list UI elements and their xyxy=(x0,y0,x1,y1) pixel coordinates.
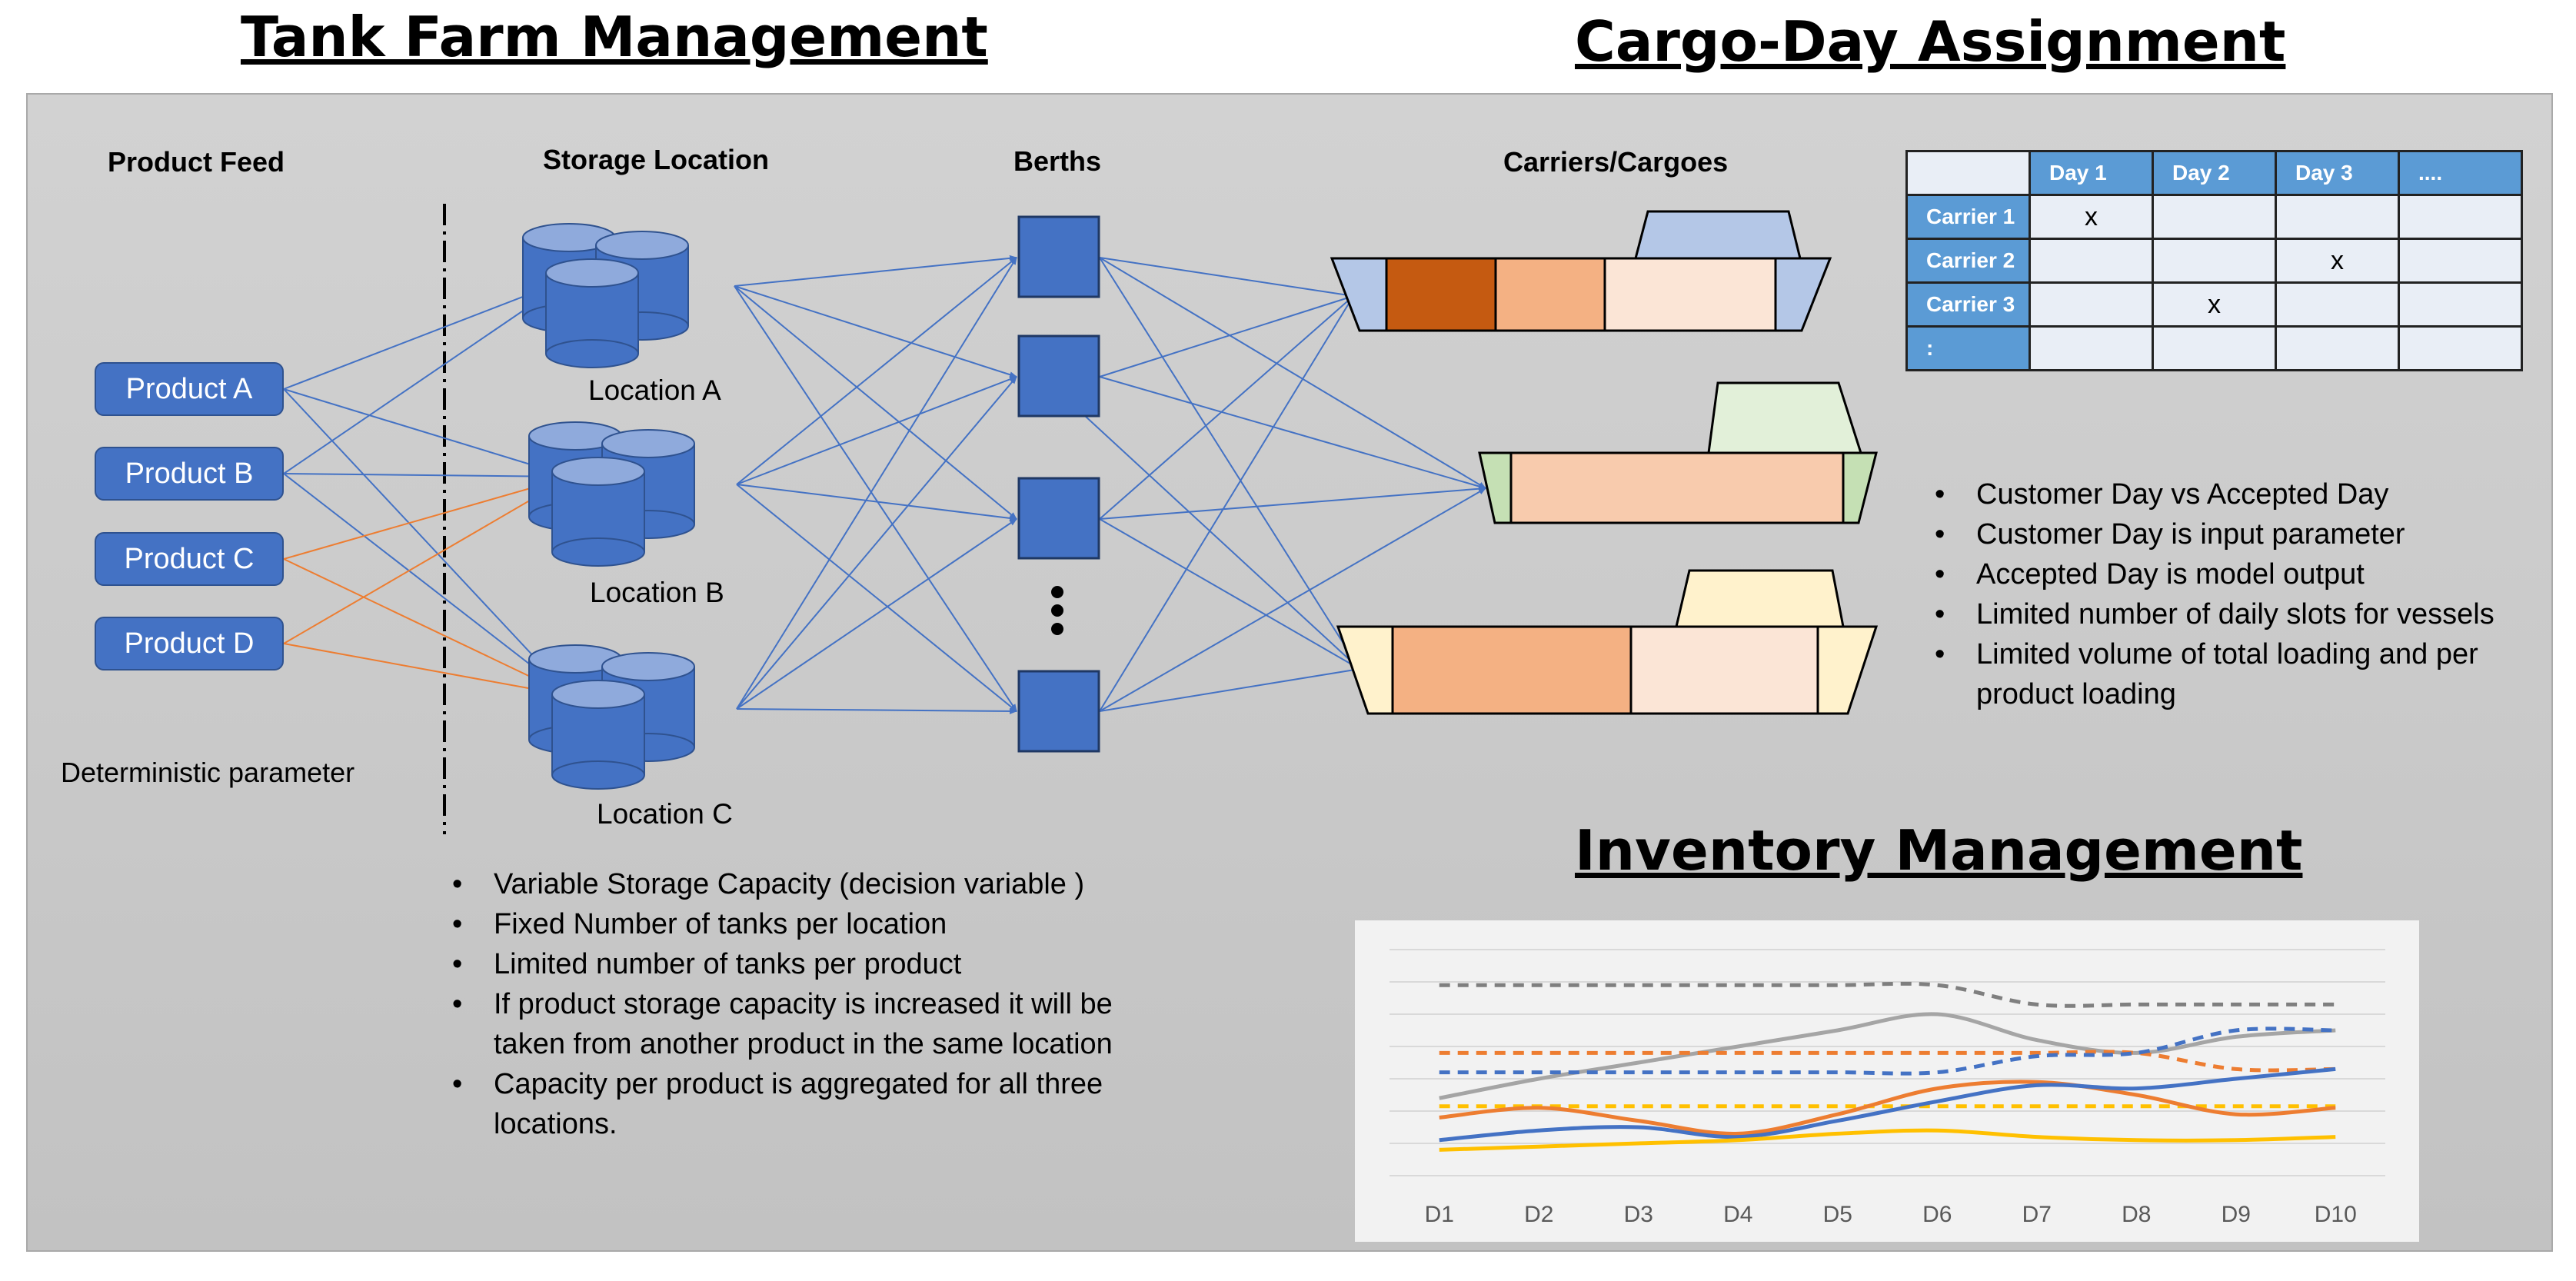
tank-farm-bullets: Variable Storage Capacity (decision vari… xyxy=(452,864,1144,1144)
table-cell: x xyxy=(2275,238,2400,284)
x-tick-label: D3 xyxy=(1624,1202,1653,1227)
table-cell xyxy=(2152,194,2277,240)
table-cell xyxy=(2029,281,2154,328)
product-feed-header: Product Feed xyxy=(108,146,285,178)
table-header-day-1: Day 1 xyxy=(2029,150,2154,196)
series-line-4 xyxy=(1439,1026,2336,1076)
table-cell xyxy=(2398,238,2523,284)
table-cell xyxy=(2152,325,2277,371)
row-label-carrier-3: Carrier 3 xyxy=(1905,281,2031,328)
series-line-2 xyxy=(1439,1012,2336,1100)
cargo-bullet: Limited volume of total loading and per … xyxy=(1935,634,2542,714)
inventory-chart-card: D1 D2 D3 D4 D5 D6 D7 D8 D9 D10 xyxy=(1355,920,2419,1242)
table-header-row: Day 1 Day 2 Day 3 .... xyxy=(1905,150,2523,196)
cargo-day-table: Day 1 Day 2 Day 3 .... Carrier 1 x Carri… xyxy=(1905,150,2523,371)
table-cell: x xyxy=(2029,194,2154,240)
x-tick-label: D6 xyxy=(1922,1202,1952,1227)
table-cell xyxy=(2398,325,2523,371)
table-row: Carrier 1 x xyxy=(1905,194,2523,240)
location-a-label: Location A xyxy=(588,374,721,406)
product-d-box: Product D xyxy=(95,617,284,670)
table-cell xyxy=(2275,325,2400,371)
berths-header: Berths xyxy=(1013,145,1102,177)
x-tick-label: D9 xyxy=(2222,1202,2251,1227)
table-header-day-2: Day 2 xyxy=(2152,150,2277,196)
series-line-1 xyxy=(1439,981,2336,1008)
table-cell xyxy=(2029,238,2154,284)
carriers-header: Carriers/Cargoes xyxy=(1503,146,1729,178)
storage-location-header: Storage Location xyxy=(543,144,770,175)
table-cell xyxy=(2029,325,2154,371)
cargo-bullet: Customer Day vs Accepted Day xyxy=(1935,474,2542,514)
series-line-6 xyxy=(1439,1080,2336,1136)
tank-bullet: If product storage capacity is increased… xyxy=(452,984,1144,1064)
location-c-label: Location C xyxy=(597,798,733,830)
cargo-day-bullets: Customer Day vs Accepted Day Customer Da… xyxy=(1935,474,2542,714)
deterministic-parameter-note: Deterministic parameter xyxy=(61,757,355,788)
inventory-line-chart: D1 D2 D3 D4 D5 D6 D7 D8 D9 D10 xyxy=(1390,949,2385,1227)
row-label-carrier-1: Carrier 1 xyxy=(1905,194,2031,240)
series-line-8 xyxy=(1439,1128,2336,1152)
x-tick-label: D8 xyxy=(2122,1202,2151,1227)
product-c-box: Product C xyxy=(95,532,284,586)
cargo-day-title: Cargo-Day Assignment xyxy=(1575,9,2286,74)
location-b-label: Location B xyxy=(590,577,724,608)
table-cell: x xyxy=(2152,281,2277,328)
tank-farm-title: Tank Farm Management xyxy=(241,5,988,69)
table-corner-cell xyxy=(1905,150,2031,196)
table-cell xyxy=(2152,238,2277,284)
tank-bullet: Capacity per product is aggregated for a… xyxy=(452,1064,1144,1144)
cargo-bullet: Customer Day is input parameter xyxy=(1935,514,2542,554)
x-tick-label: D5 xyxy=(1823,1202,1852,1227)
x-tick-label: D1 xyxy=(1425,1202,1454,1227)
x-tick-label: D7 xyxy=(2022,1202,2052,1227)
cargo-bullet: Accepted Day is model output xyxy=(1935,554,2542,594)
cargo-bullet: Limited number of daily slots for vessel… xyxy=(1935,594,2542,634)
product-a-box: Product A xyxy=(95,362,284,416)
x-tick-label: D4 xyxy=(1723,1202,1752,1227)
row-label-carrier-2: Carrier 2 xyxy=(1905,238,2031,284)
table-cell xyxy=(2275,281,2400,328)
table-row: Carrier 2 x xyxy=(1905,238,2523,284)
series-line-7 xyxy=(1439,1066,2336,1143)
table-row: : xyxy=(1905,325,2523,371)
table-header-day-3: Day 3 xyxy=(2275,150,2400,196)
tank-bullet: Fixed Number of tanks per location xyxy=(452,904,1144,944)
table-header-more: .... xyxy=(2398,150,2523,196)
table-row: Carrier 3 x xyxy=(1905,281,2523,328)
product-b-box: Product B xyxy=(95,447,284,501)
tank-bullet: Variable Storage Capacity (decision vari… xyxy=(452,864,1144,904)
row-label-more: : xyxy=(1905,325,2031,371)
x-tick-label: D10 xyxy=(2315,1202,2357,1227)
table-cell xyxy=(2398,194,2523,240)
table-cell xyxy=(2275,194,2400,240)
table-cell xyxy=(2398,281,2523,328)
x-tick-label: D2 xyxy=(1524,1202,1553,1227)
series-line-3 xyxy=(1439,1050,2336,1073)
inventory-title: Inventory Management xyxy=(1575,818,2303,883)
tank-bullet: Limited number of tanks per product xyxy=(452,944,1144,984)
